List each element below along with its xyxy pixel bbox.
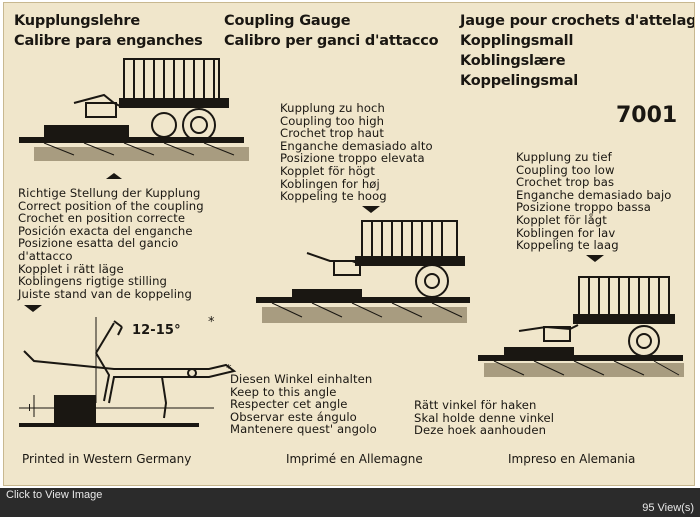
header-line: Koppelingsmal [460,73,579,89]
triangle-down-marker [362,206,380,213]
wagon-too-low-illustration [478,276,684,377]
text-line: Koblingen for lav [516,225,616,240]
text-line: Kopplet för högt [280,163,375,178]
header-col2: Coupling Gauge Calibro per ganci d'attac… [224,11,439,51]
text-line: Juiste stand van de koppeling [18,286,192,301]
text-line: Posizione troppo bassa [516,200,651,215]
text-line: Enganche demasiado bajo [516,187,672,202]
text-line: Coupling too low [516,162,615,177]
imprime-en-allemagne: Imprimé en Allemagne [286,452,423,466]
triangle-up-marker [106,173,122,179]
text-line: Crochet trop haut [280,126,385,141]
header-line: Jauge pour crochets d'attelage [460,13,695,29]
header-col1: Kupplungslehre Calibre para enganches [14,11,203,51]
model-number: 7001 [616,103,678,128]
header-line: Koblingslære [460,53,566,69]
angle-note-left: Diesen Winkel einhalten Keep to this ang… [230,373,377,436]
text-line: Kopplet i rätt läge [18,261,124,276]
text-line: Correct position of the coupling [18,198,204,213]
asterisk-mark: * [208,315,215,330]
triangle-down-marker [24,305,42,312]
text-line: Rätt vinkel för haken [414,398,537,412]
text-line: Koppeling te laag [516,238,619,253]
text-line: d'attacco [18,248,73,263]
view-count: 95 View(s) [642,502,694,514]
text-line: Enganche demasiado alto [280,138,433,153]
wagon-correct-illustration [19,58,249,179]
text-line: Coupling too high [280,113,385,128]
too-low-text: Kupplung zu tief Coupling too low Croche… [516,151,672,252]
impreso-en-alemania: Impreso en Alemania [508,452,636,466]
text-line: Kupplung zu tief [516,150,612,164]
text-line: Skal holde denne vinkel [414,410,555,425]
text-line: Deze hoek aanhouden [414,423,547,438]
text-line: Kupplung zu hoch [280,101,385,115]
header-line: Kupplungslehre [14,13,141,29]
header-line: Kopplingsmall [460,33,574,49]
printed-in-germany: Printed in Western Germany [22,452,192,466]
text-line: Keep to this angle [230,384,337,399]
text-line: Posizione esatta del gancio [18,236,179,251]
coupling-gauge-instruction-sheet[interactable]: Kupplungslehre Calibre para enganches Co… [3,2,695,486]
text-line: Koppeling te hoog [280,189,387,204]
text-line: Richtige Stellung der Kupplung [18,186,201,200]
text-line: Posizione troppo elevata [280,151,425,166]
angle-note-right: Rätt vinkel för haken Skal holde denne v… [414,399,554,437]
text-line: Observar este ángulo [230,409,357,424]
text-line: Crochet trop bas [516,175,615,190]
header-line: Coupling Gauge [224,13,351,29]
angle-label: 12-15° [132,323,181,338]
text-line: Posición exacta del enganche [18,223,193,238]
triangle-down-marker [586,255,604,262]
text-line: Crochet en position correcte [18,211,186,226]
click-to-view-link[interactable]: Click to View Image [6,489,103,501]
text-line: Kopplet för lågt [516,212,607,227]
viewer-footer: Click to View Image 95 View(s) [0,488,700,517]
asterisk-mark: * [226,362,232,375]
wagon-too-high-illustration [256,220,470,323]
text-line: Koblingens rigtige stilling [18,274,168,289]
text-line: Koblingen for høj [280,176,380,191]
correct-position-text: Richtige Stellung der Kupplung Correct p… [18,187,204,300]
header-line: Calibro per ganci d'attacco [224,33,439,49]
text-line: Diesen Winkel einhalten [230,372,373,386]
header-col3: Jauge pour crochets d'attelage Kopplings… [460,11,695,91]
gauge-angle-diagram: I [19,317,237,427]
text-line: Respecter cet angle [230,397,348,412]
header-line: Calibre para enganches [14,33,203,49]
text-line: Mantenere quest' angolo [230,422,377,437]
too-high-text: Kupplung zu hoch Coupling too high Croch… [280,102,433,203]
svg-text:I: I [28,403,31,414]
